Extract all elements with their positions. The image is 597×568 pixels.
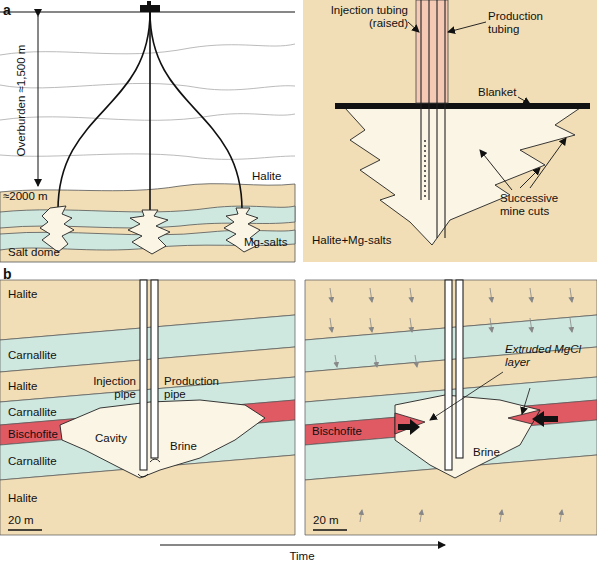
part-name: Brine [473, 446, 500, 459]
cavern-schematic [303, 0, 597, 262]
layer-name: Halite+Mg-salts [312, 234, 392, 247]
time-arrow [160, 544, 445, 545]
panel-letter: b [3, 266, 12, 282]
part-name: Cavity [95, 432, 127, 445]
part-name: Blanket [478, 86, 516, 99]
part-name: Extruded MgCl layer [505, 343, 593, 369]
part-name: Injection tubing (raised) [318, 4, 408, 30]
layer-name: Halite [8, 492, 37, 505]
layer-name: Bischofite [8, 428, 58, 441]
layer-name: Halite [8, 288, 37, 301]
section-overview [0, 1, 295, 262]
layer-name: Bischofite [312, 425, 362, 438]
scale-label: 20 m [313, 514, 339, 527]
axis-label: Time [289, 550, 314, 563]
layer-name: Halite [252, 170, 281, 183]
scale-label: 20 m [8, 514, 34, 527]
layer-name: Carnallite [8, 349, 57, 362]
layer-name: Halite [8, 380, 37, 393]
layer-name: Salt dome [8, 246, 60, 259]
depth-label: ≈2000 m [3, 190, 48, 203]
part-name: Production pipe [164, 375, 230, 401]
depth-dimension: Overburden ≈1,500 m [16, 44, 29, 156]
panel-letter: a [3, 2, 11, 18]
layer-name: Carnallite [8, 455, 57, 468]
part-name: Brine [170, 440, 197, 453]
cavity-after [313, 280, 572, 530]
cavity-before [8, 280, 265, 530]
layer-name: Mg-salts [244, 236, 287, 249]
part-name: Injection pipe [74, 375, 136, 401]
layer-name: Carnallite [8, 406, 57, 419]
part-name: Production tubing [488, 10, 568, 36]
part-name: Successive mine cuts [500, 192, 580, 218]
strata [0, 280, 597, 535]
